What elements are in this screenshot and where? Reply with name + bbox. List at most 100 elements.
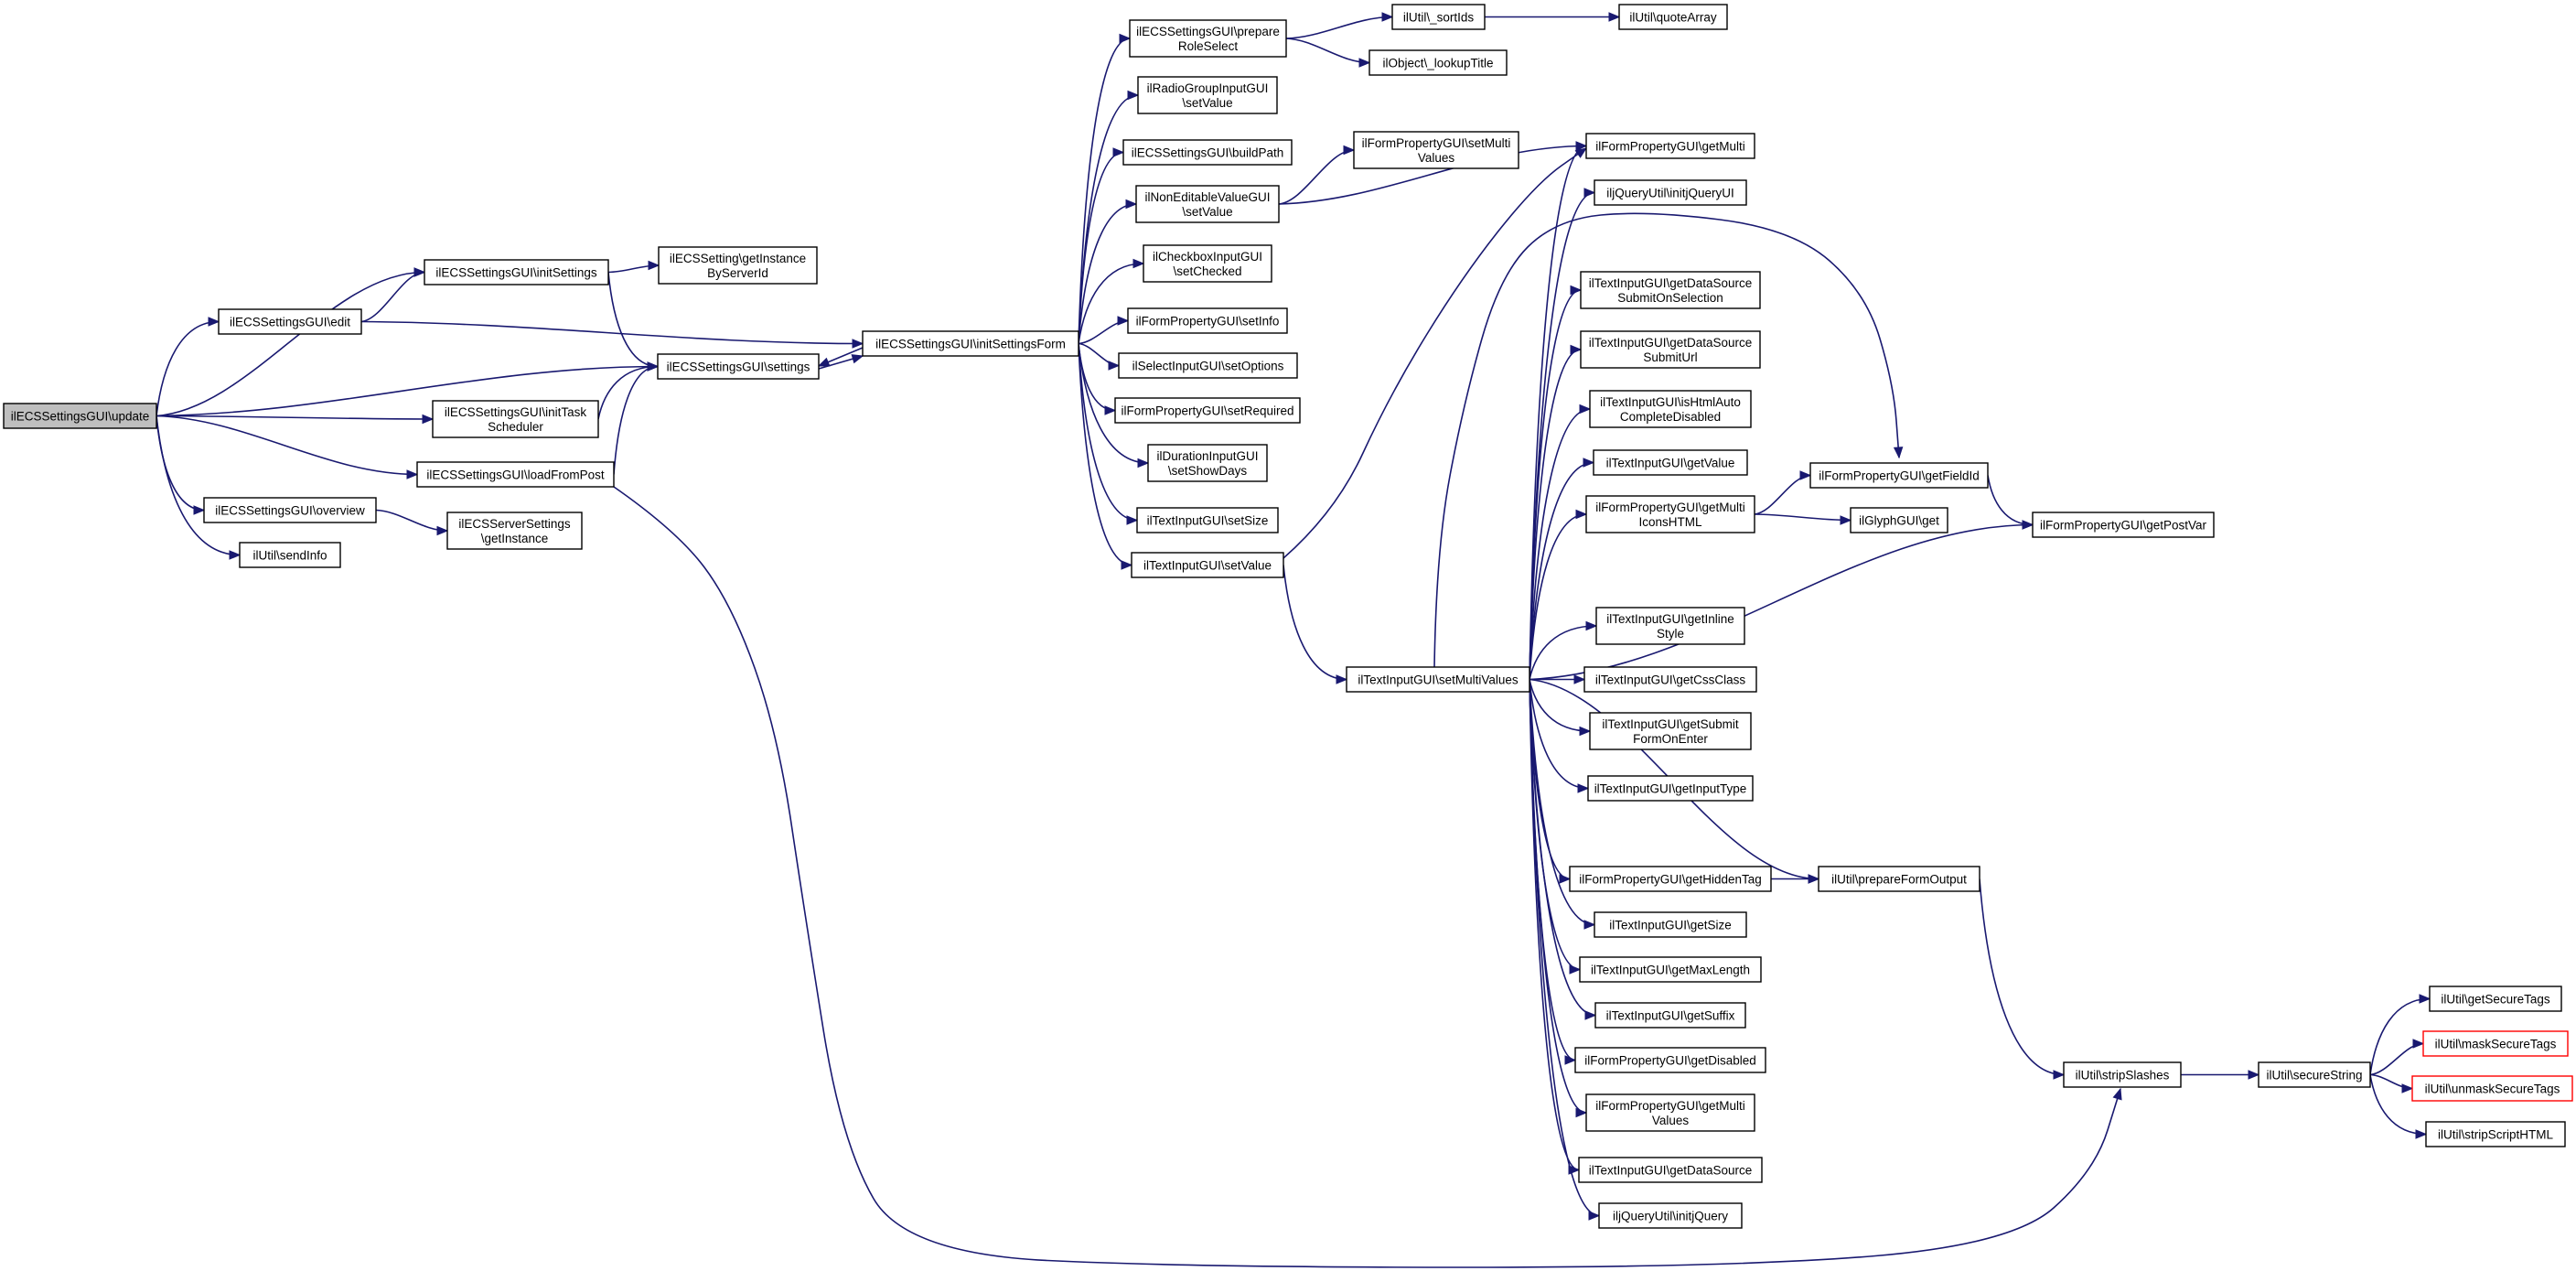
node-stripScriptHTML[interactable]: ilUtil\stripScriptHTML — [2425, 1121, 2566, 1147]
edge-setMultiValues-to-initjQueryUI — [1529, 188, 1596, 680]
node-getPostVar[interactable]: ilFormPropertyGUI\getPostVar — [2032, 512, 2215, 538]
node-initjQuery[interactable]: iljQueryUtil\initjQuery — [1598, 1202, 1743, 1229]
node-loadFromPost[interactable]: ilECSSettingsGUI\loadFromPost — [416, 461, 615, 488]
node-box — [1593, 449, 1748, 476]
node-setRequired[interactable]: ilFormPropertyGUI\setRequired — [1114, 397, 1301, 424]
node-unmaskSecureTags[interactable]: ilUtil\unmaskSecureTags — [2411, 1075, 2573, 1102]
node-label: ilTextInputGUI\getInline — [1606, 612, 1734, 626]
node-initSettings[interactable]: ilECSSettingsGUI\initSettings — [424, 259, 609, 285]
node-box — [1143, 244, 1272, 283]
node-box — [1587, 775, 1754, 802]
node-setShowDays[interactable]: ilDurationInputGUI\setShowDays — [1147, 444, 1268, 482]
edge-initSettingsForm-to-textSetValue — [1078, 343, 1133, 570]
node-getSecureTags[interactable]: ilUtil\getSecureTags — [2429, 986, 2562, 1012]
node-glyphGet[interactable]: ilGlyphGUI\get — [1850, 507, 1948, 533]
node-getSuffix[interactable]: ilTextInputGUI\getSuffix — [1594, 1002, 1746, 1029]
node-dsSubmitOnSelection[interactable]: ilTextInputGUI\getDataSourceSubmitOnSele… — [1580, 271, 1761, 309]
node-getDataSource[interactable]: ilTextInputGUI\getDataSource — [1578, 1157, 1763, 1183]
node-label: ilECSSettingsGUI\initTask — [445, 405, 587, 419]
node-serverGetInstance[interactable]: ilECSServerSettings\getInstance — [446, 512, 583, 550]
node-label: CompleteDisabled — [1620, 410, 1721, 424]
node-getDisabled[interactable]: ilFormPropertyGUI\getDisabled — [1574, 1047, 1766, 1073]
node-sendInfo[interactable]: ilUtil\sendInfo — [239, 542, 341, 568]
node-label: ilFormPropertyGUI\setRequired — [1121, 404, 1293, 418]
node-getMulti[interactable]: ilFormPropertyGUI\getMulti — [1585, 133, 1755, 159]
node-label: ilTextInputGUI\setValue — [1143, 559, 1272, 573]
node-label: ilECSSettingsGUI\prepare — [1136, 25, 1280, 38]
node-getSize[interactable]: ilTextInputGUI\getSize — [1594, 911, 1747, 938]
edge-setMultiValues-to-getMulti — [1529, 141, 1588, 680]
node-quoteArray[interactable]: ilUtil\quoteArray — [1618, 4, 1728, 30]
node-getHiddenTag[interactable]: ilFormPropertyGUI\getHiddenTag — [1569, 866, 1772, 892]
node-setChecked[interactable]: ilCheckboxInputGUI\setChecked — [1143, 244, 1272, 283]
node-box — [416, 461, 615, 488]
node-setOptions[interactable]: ilSelectInputGUI\setOptions — [1118, 352, 1298, 379]
edge-setMultiValues-to-getSize — [1529, 679, 1596, 930]
node-prepareFormOutput[interactable]: ilUtil\prepareFormOutput — [1818, 866, 1980, 892]
node-setSize[interactable]: ilTextInputGUI\setSize — [1136, 507, 1279, 533]
node-getMaxLength[interactable]: ilTextInputGUI\getMaxLength — [1579, 956, 1762, 983]
node-radioSetValue[interactable]: ilRadioGroupInputGUI\setValue — [1137, 76, 1278, 114]
edge-edit-to-initSettingsForm — [360, 320, 864, 349]
node-overview[interactable]: ilECSSettingsGUI\overview — [203, 497, 377, 523]
edge-setMultiValues-to-getSubmitFormOnEnter — [1529, 679, 1592, 737]
node-box — [1127, 307, 1288, 334]
node-setMultiValues[interactable]: ilTextInputGUI\setMultiValues — [1346, 666, 1530, 693]
node-getValue[interactable]: ilTextInputGUI\getValue — [1593, 449, 1748, 476]
node-box — [432, 400, 599, 438]
node-getInputType[interactable]: ilTextInputGUI\getInputType — [1587, 775, 1754, 802]
node-label: ilTextInputGUI\getSuffix — [1606, 1009, 1735, 1023]
node-label: ilTextInputGUI\getInputType — [1594, 782, 1747, 796]
node-edit[interactable]: ilECSSettingsGUI\edit — [218, 308, 362, 335]
node-lookupTitle[interactable]: ilObject\_lookupTitle — [1368, 49, 1508, 76]
node-nonEditSetValue[interactable]: ilNonEditableValueGUI\setValue — [1135, 185, 1280, 223]
edge-setMultiValues-to-getInlineStyle — [1529, 620, 1598, 680]
node-label: ilUtil\stripSlashes — [2076, 1069, 2170, 1083]
edge-sortIds-to-quoteArray — [1485, 12, 1621, 22]
node-stripSlashes[interactable]: ilUtil\stripSlashes — [2063, 1061, 2182, 1088]
node-label: Scheduler — [488, 420, 543, 434]
node-label: SubmitUrl — [1643, 350, 1697, 364]
node-box — [1131, 552, 1284, 578]
edge-initSettingsForm-to-setChecked — [1078, 258, 1145, 344]
node-initjQueryUI[interactable]: iljQueryUtil\initjQueryUI — [1594, 179, 1747, 206]
edge-initSettingsForm-to-setOptions — [1078, 342, 1121, 371]
node-secureString[interactable]: ilUtil\secureString — [2258, 1061, 2371, 1088]
node-label: ilTextInputGUI\getSize — [1609, 919, 1732, 932]
node-initSettingsForm[interactable]: ilECSSettingsGUI\initSettingsForm — [862, 330, 1079, 357]
node-box — [1578, 1157, 1763, 1183]
node-label: iljQueryUtil\initjQuery — [1613, 1210, 1728, 1223]
node-label: Values — [1418, 151, 1455, 165]
node-box — [1589, 390, 1752, 428]
node-label: ilFormPropertyGUI\getMulti — [1595, 140, 1745, 154]
node-box — [1391, 4, 1486, 30]
node-textSetValue[interactable]: ilTextInputGUI\setValue — [1131, 552, 1284, 578]
node-maskSecureTags[interactable]: ilUtil\maskSecureTags — [2422, 1030, 2569, 1057]
node-sortIds[interactable]: ilUtil\_sortIds — [1391, 4, 1486, 30]
edge-getFieldId-to-getPostVar — [1987, 475, 2034, 530]
node-getCssClass[interactable]: ilTextInputGUI\getCssClass — [1583, 666, 1757, 693]
node-setInfo[interactable]: ilFormPropertyGUI\setInfo — [1127, 307, 1288, 334]
node-label: \setChecked — [1173, 264, 1241, 278]
node-isHtmlAuto[interactable]: ilTextInputGUI\isHtmlAutoCompleteDisable… — [1589, 390, 1752, 428]
node-update[interactable]: ilECSSettingsGUI\update — [3, 403, 157, 429]
node-box — [1353, 131, 1519, 169]
node-label: \getInstance — [481, 532, 549, 545]
edge-initSettingsForm-to-setSize — [1078, 343, 1139, 525]
node-getFieldId[interactable]: ilFormPropertyGUI\getFieldId — [1809, 462, 1989, 489]
node-settings[interactable]: ilECSSettingsGUI\settings — [657, 353, 820, 380]
node-label: ilUtil\unmaskSecureTags — [2425, 1083, 2560, 1096]
edge-initSettingsForm-to-settings — [817, 347, 864, 367]
node-setMultiValuesProp[interactable]: ilFormPropertyGUI\setMultiValues — [1353, 131, 1519, 169]
node-buildPath[interactable]: ilECSSettingsGUI\buildPath — [1122, 139, 1293, 166]
node-label: ilFormPropertyGUI\getDisabled — [1584, 1054, 1756, 1068]
